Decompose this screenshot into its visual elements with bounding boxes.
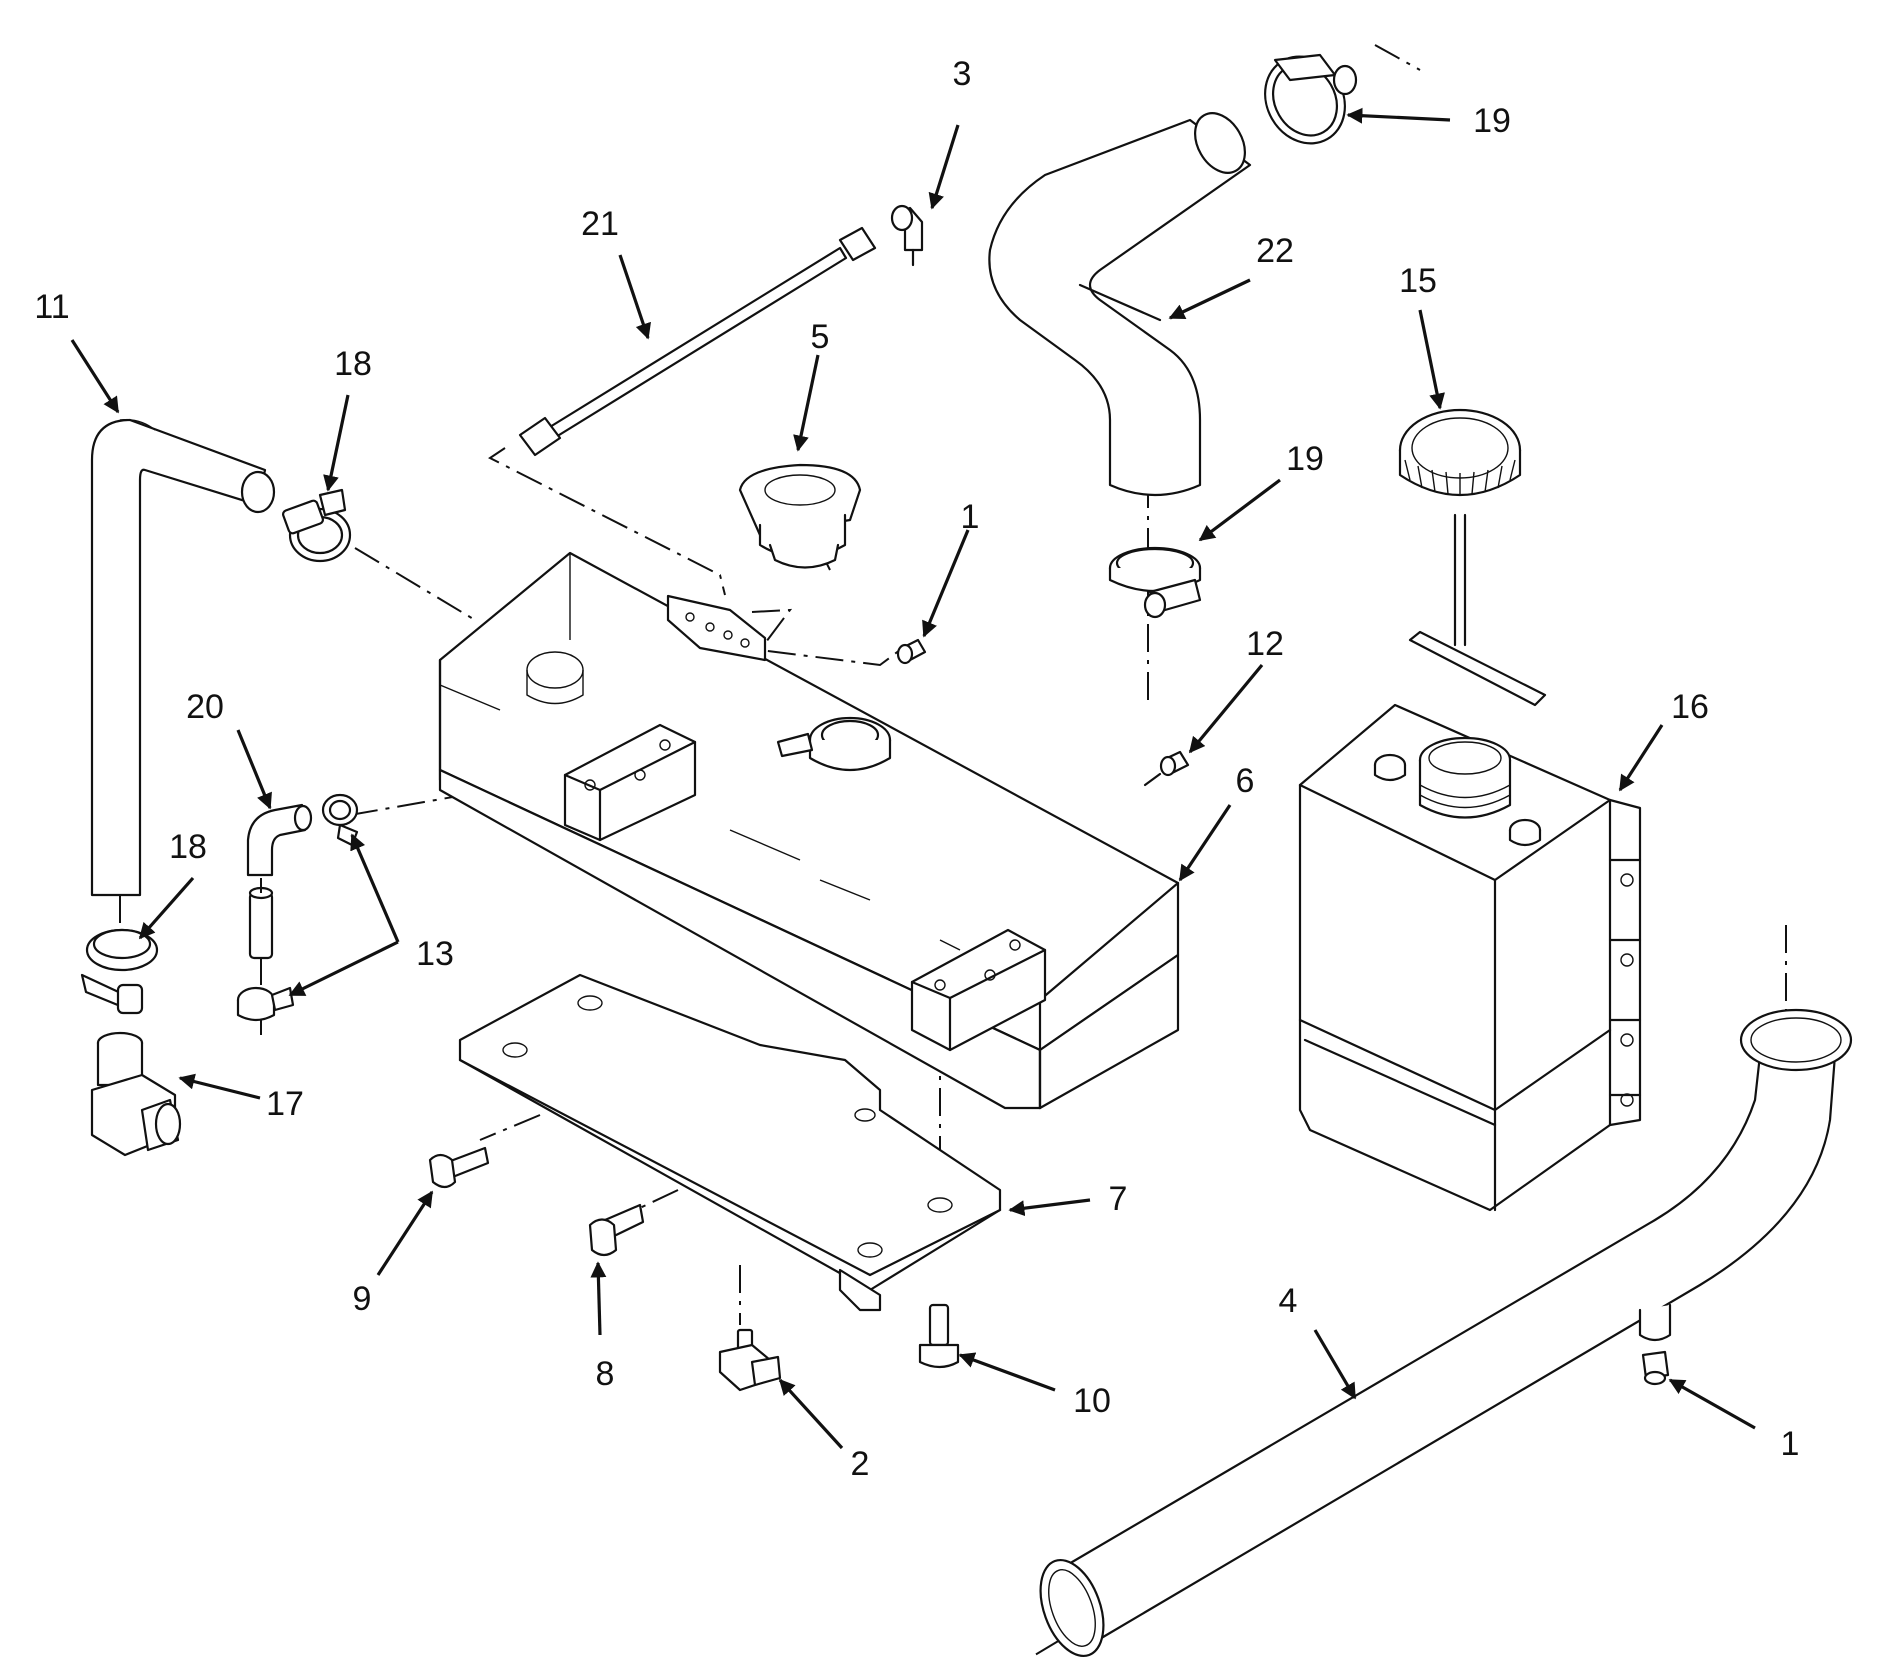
part-2-drain: [718, 1328, 782, 1392]
callout-17: 17: [266, 1085, 304, 1123]
part-15-dipstick: [1398, 408, 1547, 707]
callout-15: 15: [1399, 262, 1437, 300]
callout-labels: 11 18 21 3 5 1 22 19 19 15 16 12 6 20 18…: [34, 55, 1799, 1483]
callout-18-upper: 18: [334, 345, 372, 383]
part-8-bolt: [588, 1203, 645, 1257]
part-9-bolt: [428, 1146, 490, 1189]
part-10-bolt: [918, 1303, 960, 1369]
part-20-hose: [246, 803, 313, 1035]
callout-2: 2: [851, 1445, 870, 1483]
part-4-pipe: [1039, 1008, 1853, 1658]
callout-16: 16: [1671, 688, 1709, 726]
callout-18-lower: 18: [169, 828, 207, 866]
callout-6: 6: [1236, 762, 1255, 800]
callout-22: 22: [1256, 232, 1294, 270]
callout-10: 10: [1073, 1382, 1111, 1420]
part-3-elbow: [890, 204, 924, 267]
part-16-reservoir: [1298, 703, 1642, 1212]
callout-5: 5: [811, 318, 830, 356]
callout-8: 8: [596, 1355, 615, 1393]
callout-11: 11: [34, 288, 69, 326]
callout-1-lower: 1: [1781, 1425, 1800, 1463]
part-17-elbow: [90, 1031, 182, 1157]
callout-3: 3: [953, 55, 972, 93]
callout-12: 12: [1246, 625, 1284, 663]
callout-1-upper: 1: [961, 498, 980, 536]
part-12-plug: [1143, 750, 1190, 787]
callout-7: 7: [1109, 1180, 1128, 1218]
part-18-clamp-upper: [282, 488, 352, 563]
callout-13: 13: [416, 935, 454, 973]
callout-21: 21: [581, 205, 619, 243]
part-22-hose: [988, 112, 1252, 497]
callout-20: 20: [186, 688, 224, 726]
part-19-clamp-lower: [1108, 546, 1202, 619]
part-5-cap: [738, 463, 862, 569]
callout-19-upper: 19: [1473, 102, 1511, 140]
part-1-plug-upper: [896, 638, 927, 665]
part-7-bracket: [458, 973, 1002, 1312]
part-6-tank: [438, 551, 1180, 1110]
callout-9: 9: [353, 1280, 372, 1318]
part-11-hose: [90, 418, 276, 897]
part-18-clamp-lower: [80, 928, 159, 1015]
callout-19-lower: 19: [1286, 440, 1324, 478]
callout-4: 4: [1279, 1282, 1298, 1320]
part-21-tube: [518, 226, 877, 457]
part-19-clamp-upper: [1264, 53, 1358, 145]
leader-arrows: [70, 107, 1756, 1450]
